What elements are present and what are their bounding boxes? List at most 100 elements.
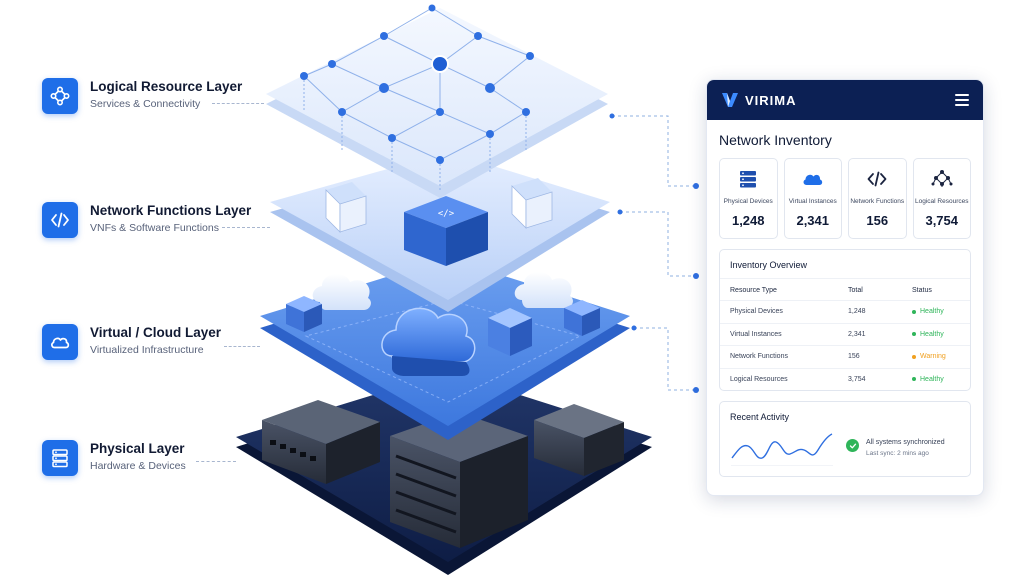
network-nodes-icon	[42, 78, 78, 114]
card-title: Recent Activity	[730, 412, 790, 422]
check-circle-icon	[846, 439, 859, 452]
server-rack-device	[390, 412, 528, 548]
status-dot	[912, 377, 916, 381]
status-cell: Warning	[902, 345, 970, 368]
stat-card-virtual-instances[interactable]: Virtual Instances 2,341	[783, 158, 842, 239]
code-icon	[866, 168, 888, 190]
status-badge: Warning	[920, 353, 946, 360]
stat-card-logical-resources[interactable]: Logical Resources 3,754	[912, 158, 971, 239]
stat-card-physical-devices[interactable]: Physical Devices 1,248	[719, 158, 778, 239]
status-cell: Healthy	[902, 367, 970, 390]
status-badge: Healthy	[920, 308, 944, 315]
legend-logical-resource-layer: Logical Resource Layer Services & Connec…	[42, 78, 282, 114]
legend-connector	[222, 227, 270, 228]
stat-value: 3,754	[925, 213, 959, 228]
vnf-block: </>	[404, 196, 488, 266]
status-badge: Healthy	[920, 375, 944, 383]
table-header-row: Resource Type Total Status	[720, 278, 970, 301]
logical-resource-layer-plate	[266, 4, 608, 198]
last-sync-time: Last sync: 2 mins ago	[866, 450, 929, 457]
legend-subtitle: Services & Connectivity	[90, 98, 201, 110]
code-icon	[42, 202, 78, 238]
network-nodes-icon	[931, 168, 953, 190]
legend-connector	[212, 103, 264, 104]
column-header[interactable]: Total	[838, 278, 902, 301]
resource-type-cell: Logical Resources	[720, 367, 838, 390]
legend-connector	[224, 346, 260, 347]
vnf-window	[325, 182, 367, 233]
legend-network-functions-layer: Network Functions Layer VNFs & Software …	[42, 202, 282, 238]
stats-row: Physical Devices 1,248 Virtual Instances…	[719, 158, 971, 239]
panel-title: Network Inventory	[719, 132, 832, 148]
stat-value: 1,248	[731, 213, 765, 228]
table-row[interactable]: Virtual Instances 2,341 Healthy	[720, 322, 970, 346]
physical-layer-plate	[236, 372, 652, 575]
inventory-table: Resource Type Total Status Physical Devi…	[720, 278, 970, 390]
legend-physical-layer: Physical Layer Hardware & Devices	[42, 440, 282, 476]
vnf-window	[511, 178, 553, 229]
brand-name: VIRIMA	[745, 92, 797, 108]
sync-message: All systems synchronized	[866, 439, 945, 446]
recent-activity-card: Recent Activity All systems synchronized…	[719, 401, 971, 477]
stat-label: Logical Resources	[915, 198, 969, 205]
panel-connectors	[612, 115, 696, 391]
sync-status: All systems synchronized Last sync: 2 mi…	[846, 439, 945, 457]
server-icon	[738, 168, 758, 190]
legend-title: Network Functions Layer	[90, 203, 252, 218]
container-cube	[488, 308, 532, 356]
network-switch-device	[262, 400, 380, 484]
total-cell: 2,341	[838, 322, 902, 346]
svg-text:</>: </>	[438, 209, 455, 219]
table-row[interactable]: Logical Resources 3,754 Healthy	[720, 367, 970, 390]
appliance-device	[534, 404, 624, 476]
legend-connector	[196, 461, 236, 462]
server-icon	[42, 440, 78, 476]
inventory-overview-card: Inventory Overview Resource Type Total S…	[719, 249, 971, 391]
legend-subtitle: VNFs & Software Functions	[90, 222, 219, 234]
container-cube	[286, 296, 322, 332]
stat-value: 2,341	[796, 213, 830, 228]
network-inventory-panel: VIRIMA Network Inventory Physical Device…	[706, 79, 984, 496]
status-cell: Healthy	[902, 322, 970, 346]
total-cell: 1,248	[838, 300, 902, 323]
total-cell: 3,754	[838, 367, 902, 390]
stat-label: Network Functions	[850, 198, 905, 205]
brand-logo[interactable]: VIRIMA	[721, 92, 797, 108]
legend-virtual-cloud-layer: Virtual / Cloud Layer Virtualized Infras…	[42, 324, 282, 360]
total-cell: 156	[838, 345, 902, 368]
legend-subtitle: Hardware & Devices	[90, 460, 186, 472]
table-row[interactable]: Network Functions 156 Warning	[720, 345, 970, 368]
cloud-shape	[381, 307, 476, 376]
legend-title: Logical Resource Layer	[90, 79, 243, 94]
column-header[interactable]: Resource Type	[720, 278, 838, 301]
panel-header: VIRIMA	[707, 80, 983, 120]
status-badge: Healthy	[920, 330, 944, 338]
hamburger-menu-icon[interactable]	[955, 94, 969, 106]
status-dot	[912, 332, 916, 336]
resource-type-cell: Virtual Instances	[720, 322, 838, 346]
small-cloud-shape	[312, 274, 371, 310]
column-header[interactable]: Status	[902, 278, 970, 301]
cloud-icon	[801, 168, 825, 190]
resource-type-cell: Physical Devices	[720, 300, 838, 323]
cloud-icon	[42, 324, 78, 360]
container-cube	[564, 300, 600, 336]
network-functions-layer-plate: </>	[270, 152, 610, 312]
small-cloud-shape	[514, 272, 573, 308]
virtual-cloud-layer-plate	[260, 258, 630, 440]
card-title: Inventory Overview	[730, 260, 808, 270]
stat-card-network-functions[interactable]: Network Functions 156	[848, 158, 907, 239]
table-row[interactable]: Physical Devices 1,248 Healthy	[720, 300, 970, 323]
legend-subtitle: Virtualized Infrastructure	[90, 344, 204, 356]
legend-title: Physical Layer	[90, 441, 185, 456]
status-cell: Healthy	[902, 300, 970, 323]
stat-value: 156	[866, 213, 889, 228]
stat-label: Physical Devices	[723, 198, 773, 205]
resource-type-cell: Network Functions	[720, 345, 838, 368]
stat-label: Virtual Instances	[788, 198, 837, 205]
status-dot	[912, 309, 916, 314]
legend-title: Virtual / Cloud Layer	[90, 325, 222, 340]
activity-sparkline	[731, 433, 833, 466]
status-dot	[912, 354, 916, 359]
